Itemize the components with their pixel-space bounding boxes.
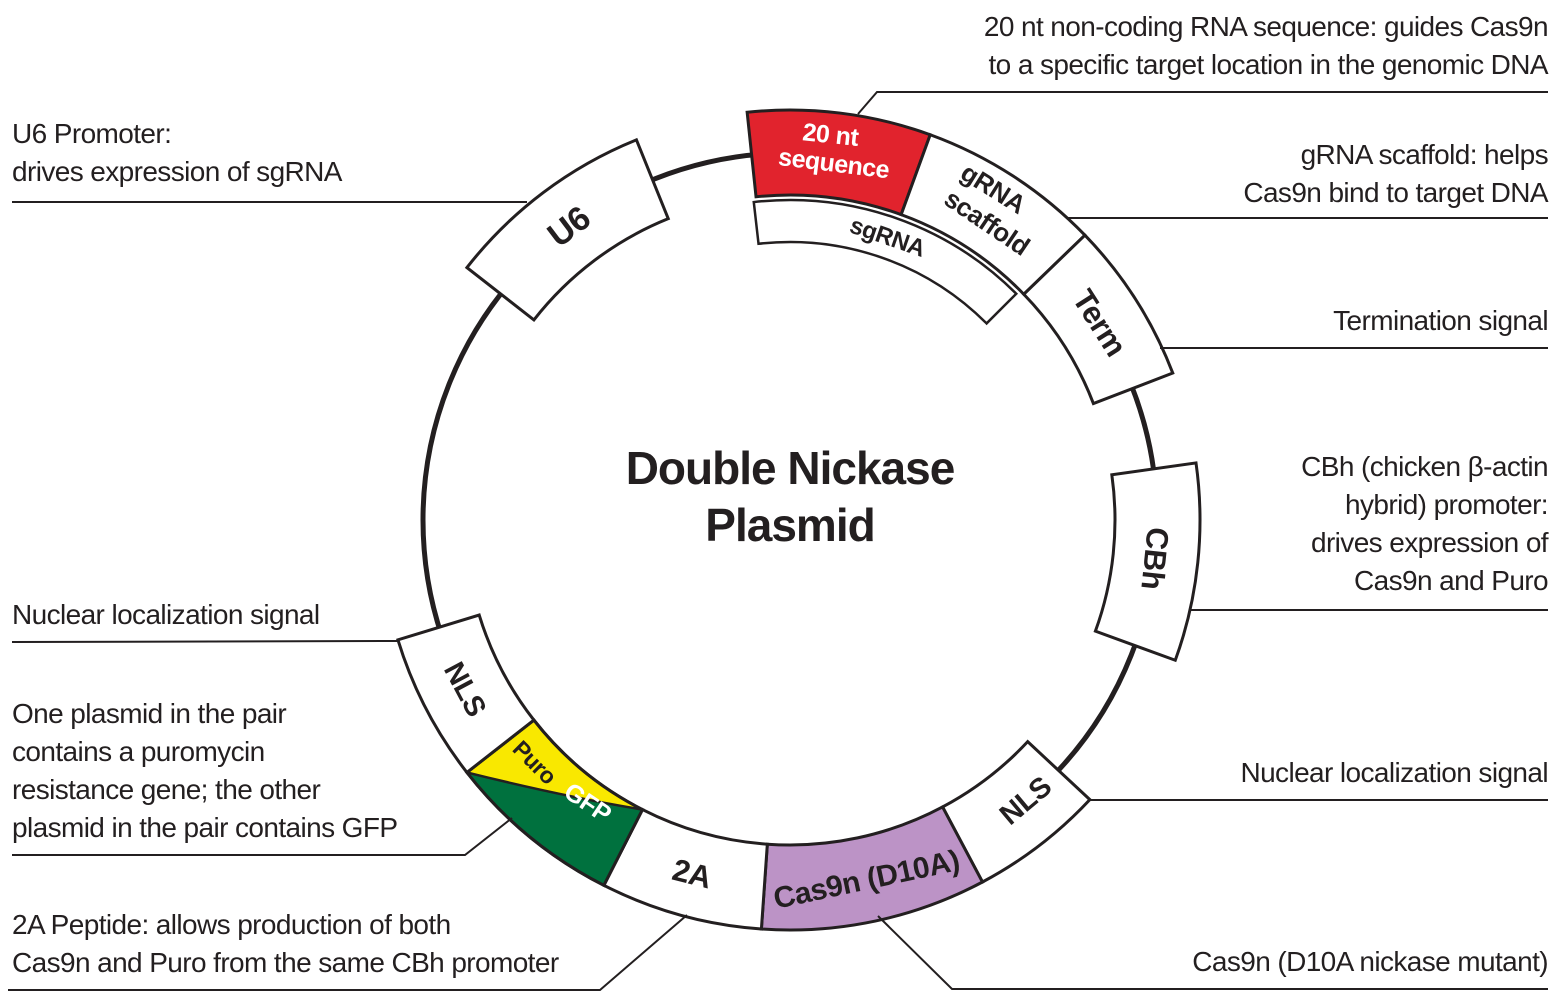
annotation-termination: Termination signal [1333, 305, 1548, 336]
leader-line-note-cas9n [877, 915, 1548, 990]
segment-gfp-area [466, 772, 643, 886]
leader-line-note-nls-left [11, 640, 399, 643]
segment-u6 [464, 137, 671, 323]
annotation-u6-promoter: U6 Promoter: drives expression of sgRNA [12, 118, 342, 187]
segment-label-20-nt: 20 nt [801, 118, 861, 152]
segment-cbh [1093, 461, 1202, 663]
leader-line-note-puro-gfp [12, 817, 513, 856]
segment-label-cbh: CBh [1134, 526, 1175, 592]
annotation-20nt-sequence: 20 nt non-coding RNA sequence: guides Ca… [983, 11, 1549, 80]
segment-term [1021, 233, 1175, 406]
annotation-cas9n-mutant: Cas9n (D10A nickase mutant) [1192, 946, 1548, 977]
segment-nls-left [396, 613, 537, 775]
leader-line-note-20nt [857, 91, 1548, 115]
annotation-grna-scaffold: gRNA scaffold: helps Cas9n bind to targe… [1243, 139, 1548, 208]
annotation-puro-gfp: One plasmid in the pair contains a purom… [12, 698, 398, 843]
leader-line-note-2a [8, 914, 688, 991]
sgrna-bracket [752, 198, 1019, 326]
annotation-2a-peptide: 2A Peptide: allows production of both Ca… [12, 909, 559, 978]
diagram-title: Double Nickase Plasmid [625, 442, 956, 551]
puro-gfp-divider [466, 771, 643, 811]
annotation-nls-left: Nuclear localization signal [12, 599, 320, 630]
annotation-cbh-promoter: CBh (chicken β-actin hybrid) promoter: d… [1301, 451, 1548, 596]
annotation-nls-right: Nuclear localization signal [1240, 757, 1548, 788]
